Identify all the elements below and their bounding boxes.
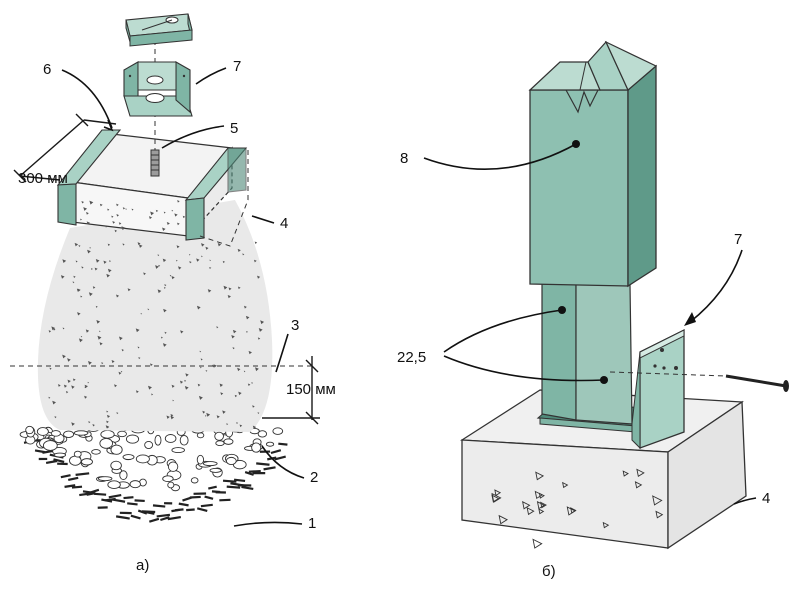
figure-b: 8 22,5 7 4 б) — [397, 40, 789, 580]
leader-6 — [61, 69, 113, 129]
dimension-150-arrow-top — [305, 359, 319, 373]
leader-3 — [275, 333, 289, 373]
lower-post-section — [541, 283, 633, 425]
callout-7b: 7 — [734, 231, 742, 248]
top-cap-plate — [125, 13, 193, 47]
side-bracket — [631, 328, 685, 450]
formwork-strips — [56, 129, 249, 247]
caption-b: б) — [542, 563, 556, 580]
concrete-footing — [37, 200, 273, 432]
caption-a: а) — [136, 557, 149, 574]
leader-4b — [733, 497, 757, 505]
leader-7b — [689, 249, 743, 323]
arrow-7b — [684, 312, 696, 326]
callout-2: 2 — [310, 469, 318, 486]
figure-a: 300 мм 150 мм 6 7 5 4 3 2 1 а) — [10, 13, 336, 574]
arrow-6 — [103, 119, 114, 132]
upper-post — [528, 40, 658, 288]
through-bolt — [725, 374, 789, 392]
callout-7a: 7 — [233, 58, 241, 75]
callout-22-5: 22,5 — [397, 349, 426, 366]
footing-aggregate — [48, 241, 265, 430]
callout-8: 8 — [400, 150, 408, 167]
callout-6: 6 — [43, 61, 51, 78]
leader-2 — [261, 445, 305, 479]
leader-22-5-upper-dot — [558, 306, 566, 314]
callout-3: 3 — [291, 317, 299, 334]
leader-22-5-lower-dot — [600, 376, 608, 384]
leader-1 — [233, 521, 303, 527]
leader-5 — [161, 125, 225, 149]
leader-4 — [251, 215, 275, 224]
leader-8 — [423, 143, 577, 170]
callout-1: 1 — [308, 515, 316, 532]
bolt-axis-line — [609, 371, 727, 377]
callout-4a: 4 — [280, 215, 288, 232]
callout-4b: 4 — [762, 490, 770, 507]
leader-7 — [195, 67, 227, 85]
leader-8-dot — [572, 140, 580, 148]
callout-5: 5 — [230, 120, 238, 137]
post-base-bracket — [123, 61, 193, 117]
dimension-300-label: 300 мм — [18, 170, 68, 187]
leader-22-5-lower — [443, 355, 605, 382]
dimension-150-label: 150 мм — [286, 381, 336, 398]
leader-22-5-upper — [443, 309, 563, 353]
dimension-150-arrow-bottom — [305, 411, 319, 425]
